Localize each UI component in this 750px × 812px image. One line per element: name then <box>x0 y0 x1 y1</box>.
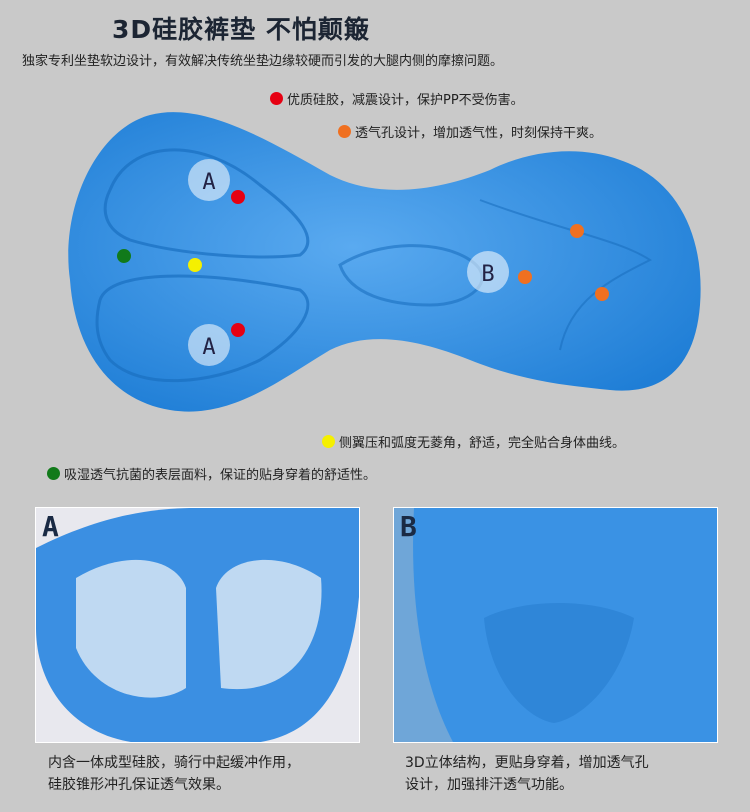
marker-a-top: A <box>188 159 230 201</box>
svg-text:A: A <box>202 170 215 195</box>
feature-fabric: 吸湿透气抗菌的表层面料，保证的贴身穿着的舒适性。 <box>47 464 376 483</box>
detail-label-a: A <box>42 510 59 543</box>
silicone-insert-right <box>216 559 322 690</box>
green-bullet-icon <box>47 467 60 480</box>
red-dot <box>231 323 245 337</box>
feature-silicone: 优质硅胶，减震设计，保护PP不受伤害。 <box>270 89 524 108</box>
green-dot <box>117 249 131 263</box>
silicone-insert-left <box>76 559 186 698</box>
orange-bullet-icon <box>338 125 351 138</box>
marker-a-bottom: A <box>188 324 230 366</box>
svg-text:A: A <box>202 335 215 360</box>
detail-label-b: B <box>400 510 417 543</box>
page-title: 3D硅胶裤垫 不怕颠簸 <box>112 15 370 44</box>
pad-shape <box>68 112 701 412</box>
red-dot <box>231 190 245 204</box>
orange-dot <box>518 270 532 284</box>
chamois-pad-illustration: A A B <box>68 112 701 412</box>
detail-photo-a: A <box>35 507 360 743</box>
orange-dot <box>595 287 609 301</box>
yellow-bullet-icon <box>322 435 335 448</box>
svg-text:B: B <box>481 262 494 287</box>
detail-caption-b: 3D立体结构，更贴身穿着，增加透气孔设计，加强排汗透气功能。 <box>405 755 649 793</box>
red-bullet-icon <box>270 92 283 105</box>
yellow-dot <box>188 258 202 272</box>
feature-ventilation: 透气孔设计，增加透气性，时刻保持干爽。 <box>338 122 602 141</box>
feature-side-wings: 侧翼压和弧度无菱角，舒适，完全贴合身体曲线。 <box>322 432 625 451</box>
detail-caption-a: 内含一体成型硅胶，骑行中起缓冲作用，硅胶锥形冲孔保证透气效果。 <box>48 755 300 793</box>
marker-b: B <box>467 251 509 293</box>
orange-dot <box>570 224 584 238</box>
detail-photo-b: B <box>393 507 718 743</box>
page-subtitle: 独家专利坐垫软边设计，有效解决传统坐垫边缘较硬而引发的大腿内侧的摩擦问题。 <box>22 54 504 69</box>
